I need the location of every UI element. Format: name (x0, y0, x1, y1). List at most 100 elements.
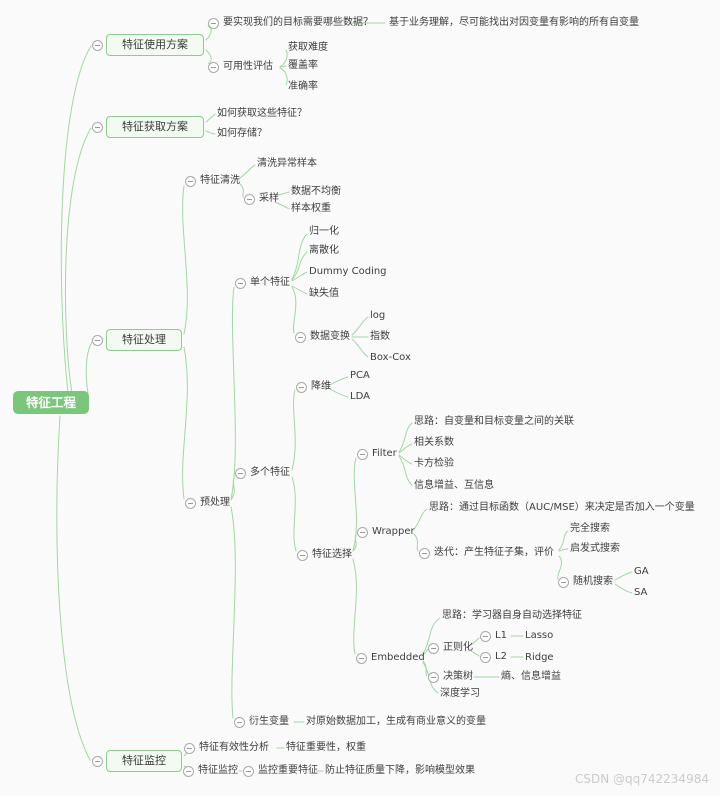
collapse-icon[interactable] (183, 765, 194, 777)
node-dimension-reduction[interactable]: 降维 (296, 380, 331, 394)
node-watch-key-features[interactable]: 监控重要特征 (243, 764, 318, 778)
node-acquire-difficulty[interactable]: 获取难度 (288, 41, 328, 55)
collapse-icon[interactable] (235, 467, 246, 479)
node-ga[interactable]: GA (634, 565, 649, 579)
node-log[interactable]: log (370, 309, 385, 323)
node-sample-weight[interactable]: 样本权重 (291, 202, 331, 216)
node-derived-note[interactable]: 对原始数据加工，生成有商业意义的变量 (306, 715, 486, 729)
node-feature-monitoring[interactable]: 特征监控 (92, 750, 182, 772)
node-feature-cleaning[interactable]: 特征清洗 (185, 174, 240, 188)
node-entropy-info-gain[interactable]: 熵、信息增益 (501, 670, 561, 684)
node-label: 可用性评估 (223, 61, 273, 72)
node-wrapper-idea[interactable]: 思路：通过目标函数（AUC/MSE）来决定是否加入一个变量 (429, 501, 695, 515)
collapse-icon[interactable] (208, 17, 219, 29)
collapse-icon[interactable] (356, 652, 367, 664)
node-derived-variables[interactable]: 衍生变量 (234, 715, 289, 729)
node-feature-importance[interactable]: 特征重要性，权重 (286, 741, 366, 755)
node-label: 指数 (370, 331, 390, 342)
node-correlation[interactable]: 相关系数 (414, 436, 454, 450)
collapse-icon[interactable] (235, 277, 246, 289)
node-availability-eval[interactable]: 可用性评估 (208, 60, 273, 74)
collapse-icon[interactable] (480, 630, 491, 642)
node-filter[interactable]: Filter (357, 447, 397, 461)
node-pca[interactable]: PCA (350, 369, 370, 383)
node-exponent[interactable]: 指数 (370, 330, 390, 344)
collapse-icon[interactable] (295, 331, 306, 343)
node-label: 特征监控 (198, 765, 238, 776)
collapse-icon[interactable] (558, 576, 569, 588)
collapse-icon[interactable] (419, 547, 430, 559)
node-embedded[interactable]: Embedded (356, 651, 425, 665)
node-chi-square[interactable]: 卡方检验 (414, 457, 454, 471)
collapse-icon[interactable] (428, 671, 439, 683)
collapse-icon[interactable] (92, 334, 103, 346)
collapse-icon[interactable] (234, 716, 245, 728)
node-regularization[interactable]: 正则化 (428, 641, 473, 655)
node-feature-monitor-sub[interactable]: 特征监控 (183, 764, 238, 778)
node-label: 启发式搜索 (570, 543, 620, 554)
collapse-icon[interactable] (92, 39, 103, 51)
node-how-to-store[interactable]: 如何存储？ (217, 127, 267, 141)
node-normalization[interactable]: 归一化 (309, 225, 339, 239)
node-feature-selection[interactable]: 特征选择 (297, 548, 352, 562)
node-wrapper[interactable]: Wrapper (357, 525, 415, 539)
collapse-icon[interactable] (357, 526, 368, 538)
collapse-icon[interactable] (243, 765, 254, 777)
collapse-icon[interactable] (296, 381, 307, 393)
node-embedded-idea[interactable]: 思路：学习器自身自动选择特征 (442, 609, 582, 623)
collapse-icon[interactable] (244, 193, 255, 205)
node-heuristic-search[interactable]: 启发式搜索 (570, 542, 620, 556)
node-how-to-get[interactable]: 如何获取这些特征？ (217, 107, 307, 121)
node-l2[interactable]: L2 (480, 650, 507, 664)
collapse-icon[interactable] (297, 549, 308, 561)
node-iteration-subset-eval[interactable]: 迭代：产生特征子集，评价 (419, 546, 554, 560)
node-data-imbalance[interactable]: 数据不均衡 (291, 185, 341, 199)
node-lasso[interactable]: Lasso (525, 629, 553, 643)
node-deep-learning[interactable]: 深度学习 (440, 687, 480, 701)
node-feature-engineering-root[interactable]: 特征工程 (13, 391, 90, 414)
node-sa[interactable]: SA (634, 586, 647, 600)
node-dummy-coding[interactable]: Dummy Coding (309, 265, 387, 279)
node-missing-values[interactable]: 缺失值 (309, 287, 339, 301)
collapse-icon[interactable] (92, 755, 103, 767)
node-random-search[interactable]: 随机搜索 (558, 575, 613, 589)
node-feature-processing[interactable]: 特征处理 (92, 329, 182, 351)
node-prevent-quality-drop[interactable]: 防止特征质量下降，影响模型效果 (325, 764, 475, 778)
branch-label: 特征获取方案 (106, 116, 204, 138)
collapse-icon[interactable] (357, 448, 368, 460)
node-label: L1 (495, 630, 507, 641)
node-need-data-note[interactable]: 基于业务理解，尽可能找出对因变量有影响的所有自变量 (389, 16, 639, 30)
collapse-icon[interactable] (480, 651, 491, 663)
node-filter-idea[interactable]: 思路：自变量和目标变量之间的关联 (414, 415, 574, 429)
node-decision-tree[interactable]: 决策树 (428, 670, 473, 684)
node-multi-feature[interactable]: 多个特征 (235, 466, 290, 480)
node-lda[interactable]: LDA (350, 390, 370, 404)
collapse-icon[interactable] (92, 121, 103, 133)
collapse-icon[interactable] (185, 175, 196, 187)
node-feature-acquisition-plan[interactable]: 特征获取方案 (92, 116, 204, 138)
node-need-which-data[interactable]: 要实现我们的目标需要哪些数据？ (208, 16, 373, 30)
node-accuracy[interactable]: 准确率 (288, 80, 318, 94)
node-sampling[interactable]: 采样 (244, 192, 279, 206)
node-full-search[interactable]: 完全搜索 (570, 522, 610, 536)
node-ridge[interactable]: Ridge (525, 651, 554, 665)
collapse-icon[interactable] (185, 497, 196, 509)
node-label: 决策树 (443, 671, 473, 682)
node-box-cox[interactable]: Box-Cox (370, 351, 411, 365)
node-info-gain-mutual-info[interactable]: 信息增益、互信息 (414, 479, 494, 493)
node-clean-abnormal-samples[interactable]: 清洗异常样本 (257, 157, 317, 171)
node-preprocessing[interactable]: 预处理 (185, 496, 230, 510)
collapse-icon[interactable] (184, 742, 195, 754)
node-data-transform[interactable]: 数据变换 (295, 330, 350, 344)
node-effectiveness-analysis[interactable]: 特征有效性分析 (184, 741, 269, 755)
node-l1[interactable]: L1 (480, 629, 507, 643)
collapse-icon[interactable] (208, 61, 219, 73)
node-discretization[interactable]: 离散化 (309, 244, 339, 258)
collapse-icon[interactable] (428, 642, 439, 654)
node-coverage[interactable]: 覆盖率 (288, 59, 318, 73)
node-label: Ridge (525, 652, 554, 663)
node-label: 采样 (259, 193, 279, 204)
node-single-feature[interactable]: 单个特征 (235, 276, 290, 290)
node-feature-usage-plan[interactable]: 特征使用方案 (92, 34, 204, 56)
